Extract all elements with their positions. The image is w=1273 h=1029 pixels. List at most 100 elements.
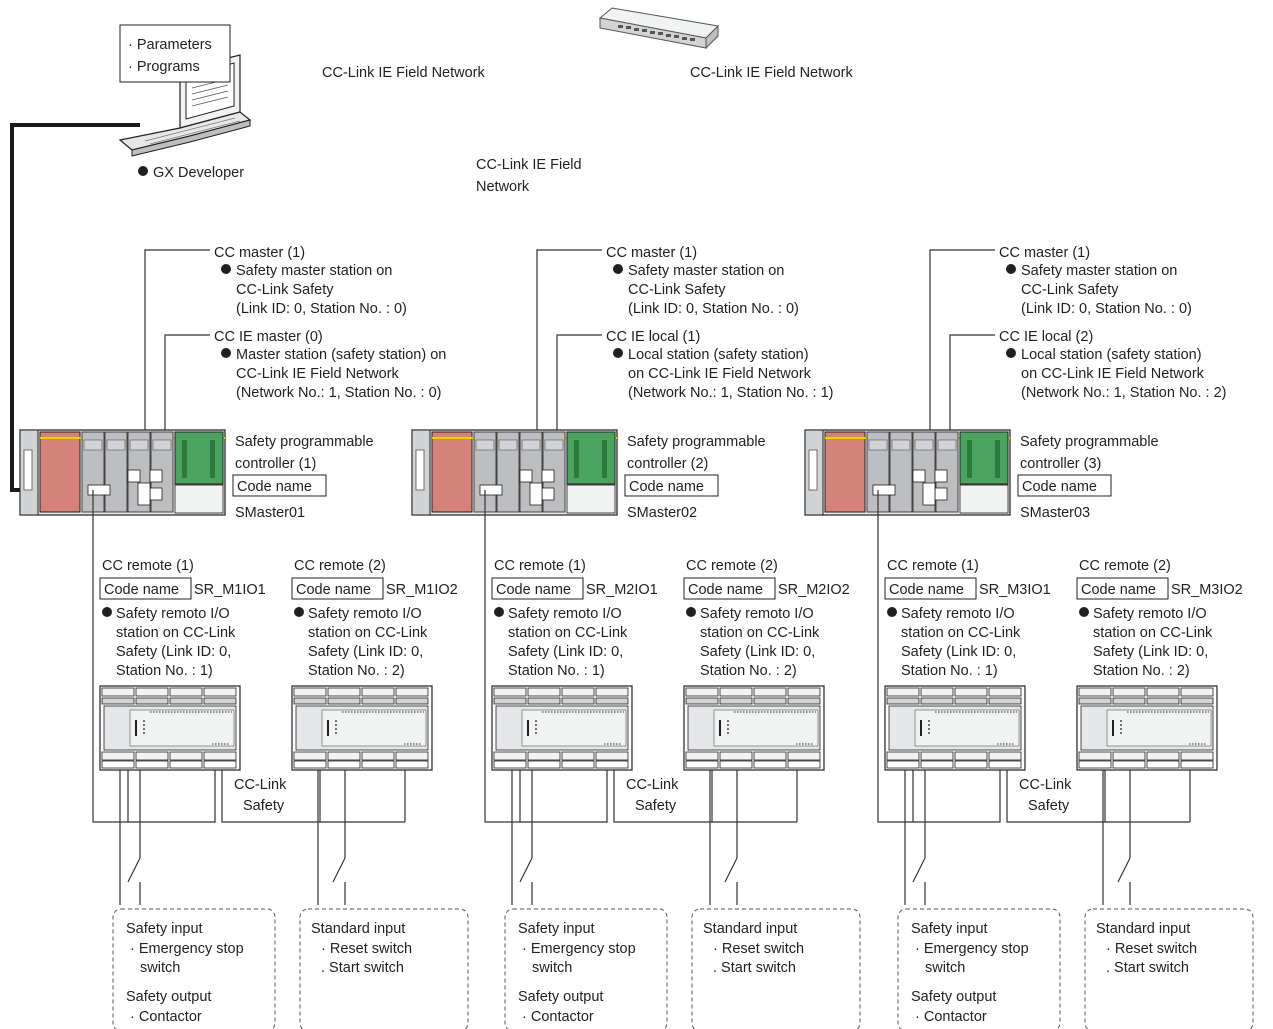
remote-title: CC remote (1) (102, 558, 194, 574)
leader-line (536, 249, 602, 430)
remote-desc-line: Station No. : 1) (116, 663, 213, 679)
remote-desc-line: Safety remoto I/O (901, 606, 1015, 622)
code-name-label: Code name (629, 479, 704, 495)
bullet-icon (494, 607, 504, 617)
safety-io-line: Safety output (911, 989, 996, 1005)
leader-line (949, 334, 995, 430)
cclink-label-line1: CC-Link (626, 777, 679, 793)
pc-label: GX Developer (153, 165, 244, 181)
station-3: CC master (1) Safety master station on CC-… (804, 245, 1254, 1029)
standard-io-line: · Reset switch (713, 941, 804, 957)
code-name-label: Code name (1022, 479, 1097, 495)
cc-ie-line: Master station (safety station) on (236, 347, 446, 363)
leader-line (929, 249, 995, 430)
bullet-icon (1006, 264, 1016, 274)
safety-io-line: · Emergency stop (130, 941, 244, 957)
safety-master-line: CC-Link Safety (236, 282, 334, 298)
code-name-label: Code name (889, 582, 964, 598)
plc-label-line1: Safety programmable (235, 434, 374, 450)
safety-io-line: · Contactor (915, 1009, 987, 1025)
remote-title: CC remote (1) (494, 558, 586, 574)
bullet-icon (887, 607, 897, 617)
code-name-box (1017, 474, 1112, 497)
code-name-box (884, 577, 977, 600)
remote-io-icon (1076, 685, 1218, 771)
remote-title: CC remote (2) (294, 558, 386, 574)
plc-rack-icon (19, 429, 226, 516)
cclink-cable (613, 770, 713, 823)
remote-code-name: SR_M1IO1 (194, 582, 266, 598)
cclink-cable (877, 490, 914, 823)
cc-master-title: CC master (1) (999, 245, 1090, 261)
switch-contact-icon (519, 857, 533, 883)
bullet-icon (102, 607, 112, 617)
standard-io-box (1084, 908, 1254, 1029)
safety-io-box (504, 908, 668, 1029)
cc-ie-line: (Network No.: 1, Station No. : 1) (628, 385, 834, 401)
safety-master-line: CC-Link Safety (628, 282, 726, 298)
safety-io-box (112, 908, 276, 1029)
bullet-icon (1079, 607, 1089, 617)
pc-note-parameters: · Parameters (128, 37, 212, 53)
bullet-icon (221, 348, 231, 358)
safety-master-line: CC-Link Safety (1021, 282, 1119, 298)
plc-label-line1: Safety programmable (627, 434, 766, 450)
bullet-icon (613, 264, 623, 274)
safety-io-line: Safety input (126, 921, 203, 937)
cc-master-title: CC master (1) (214, 245, 305, 261)
remote-desc-line: station on CC-Link (308, 625, 428, 641)
cc-ie-title: CC IE local (2) (999, 329, 1093, 345)
standard-io-line: . Start switch (1106, 960, 1189, 976)
station-1: CC master (1) Safety master station on CC-… (19, 245, 469, 1029)
standard-io-line: · Reset switch (321, 941, 412, 957)
code-name-label: Code name (1081, 582, 1156, 598)
remote-code-name: SR_M2IO1 (586, 582, 658, 598)
standard-io-box (691, 908, 861, 1029)
safety-master-line: Safety master station on (236, 263, 392, 279)
remote-code-name: SR_M2IO2 (778, 582, 850, 598)
safety-io-box (897, 908, 1061, 1029)
remote-desc-line: station on CC-Link (116, 625, 236, 641)
cclink-cable (520, 770, 608, 823)
stations: CC master (1) Safety master station on CC-… (19, 245, 1254, 1029)
safety-io-line: switch (140, 960, 180, 976)
safety-io-line: · Contactor (130, 1009, 202, 1025)
remote-io-icon (683, 685, 825, 771)
standard-io-line: Standard input (1096, 921, 1190, 937)
remote-title: CC remote (1) (887, 558, 979, 574)
network-label-left: CC-Link IE Field Network (322, 65, 486, 81)
remote-desc-line: Station No. : 1) (508, 663, 605, 679)
bullet-icon (221, 264, 231, 274)
leader-line (164, 334, 210, 430)
standard-io-line: Standard input (703, 921, 797, 937)
code-name-label: Code name (237, 479, 312, 495)
bullet-icon (294, 607, 304, 617)
plc-label-line2: controller (1) (235, 456, 316, 472)
cc-ie-line: CC-Link IE Field Network (236, 366, 400, 382)
network-label-center-2: Network (476, 179, 530, 195)
remote-desc-line: Safety (Link ID: 0, (1093, 644, 1208, 660)
remote-title: CC remote (2) (1079, 558, 1171, 574)
cc-ie-line: (Network No.: 1, Station No. : 2) (1021, 385, 1227, 401)
plc-label-line1: Safety programmable (1020, 434, 1159, 450)
remote-desc-line: Safety remoto I/O (308, 606, 422, 622)
cc-ie-line: on CC-Link IE Field Network (628, 366, 812, 382)
code-name-label: Code name (496, 582, 571, 598)
cclink-cable (913, 770, 1001, 823)
standard-io-line: Standard input (311, 921, 405, 937)
code-name-box (232, 474, 327, 497)
remote-desc-line: Safety remoto I/O (508, 606, 622, 622)
cc-ie-title: CC IE master (0) (214, 329, 323, 345)
cclink-label-line1: CC-Link (1019, 777, 1072, 793)
safety-master-line: Safety master station on (1021, 263, 1177, 279)
safety-io-line: · Contactor (522, 1009, 594, 1025)
code-name-box (291, 577, 384, 600)
remote-code-name: SR_M1IO2 (386, 582, 458, 598)
cc-master-title: CC master (1) (606, 245, 697, 261)
remote-desc-line: Station No. : 1) (901, 663, 998, 679)
leader-line (144, 249, 210, 430)
remote-desc-line: station on CC-Link (700, 625, 820, 641)
cclink-cable (92, 490, 129, 823)
pc-note-box (119, 24, 231, 83)
